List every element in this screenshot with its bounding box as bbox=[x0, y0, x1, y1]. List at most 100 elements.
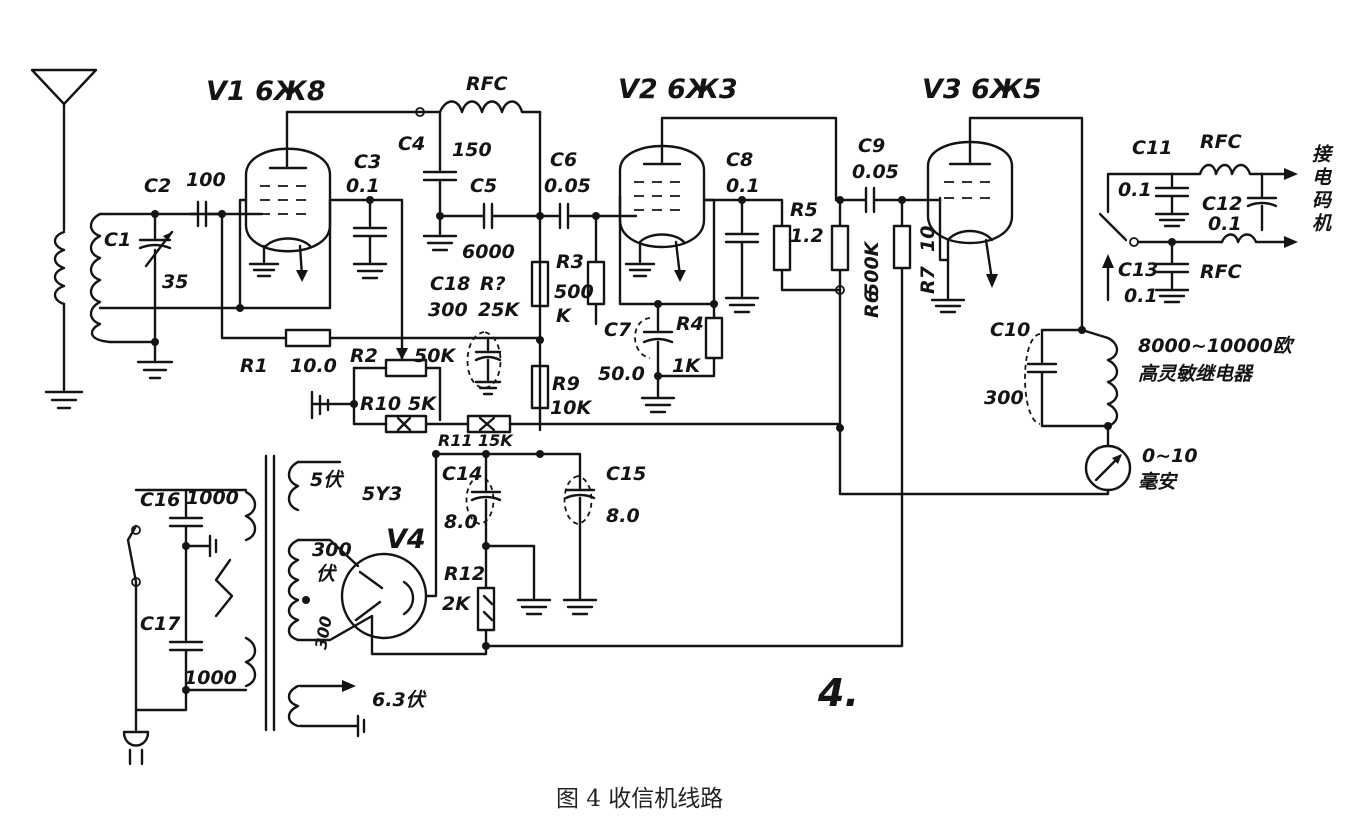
transformer-primary bbox=[184, 488, 257, 692]
r11-label: R11 bbox=[438, 431, 473, 450]
r2-value: 50K bbox=[414, 345, 456, 367]
v2-label: V2 6Ж3 bbox=[618, 74, 738, 105]
c14-label: C14 bbox=[442, 463, 482, 485]
c15-value: 8.0 bbox=[606, 505, 640, 527]
r10-value: 5K bbox=[408, 393, 437, 415]
c2-capacitor bbox=[188, 200, 226, 228]
r6-resistor bbox=[830, 198, 850, 432]
c6-capacitor bbox=[538, 202, 600, 230]
r12-label: R12 bbox=[444, 563, 485, 585]
c1-label: C1 bbox=[104, 229, 131, 251]
r8-label: R? bbox=[480, 273, 506, 295]
c8-capacitor bbox=[702, 196, 760, 314]
c16-label: C16 bbox=[140, 489, 180, 511]
c6-label: C6 bbox=[550, 149, 577, 171]
c18-value: 300 bbox=[428, 299, 468, 321]
r4-value: 1K bbox=[672, 355, 701, 377]
c5-capacitor bbox=[438, 202, 544, 230]
c8-value: 0.1 bbox=[726, 175, 760, 197]
c10-capacitor bbox=[1024, 326, 1110, 428]
c5-value: 6000 bbox=[462, 241, 515, 263]
r1-label: R1 bbox=[240, 355, 268, 377]
v1-tube-icon bbox=[220, 110, 422, 312]
c6-value: 0.05 bbox=[544, 175, 591, 197]
c7-capacitor bbox=[634, 302, 676, 414]
c15-label: C15 bbox=[606, 463, 646, 485]
r4-resistor bbox=[656, 302, 724, 378]
c16-capacitor bbox=[168, 488, 218, 642]
v4-label: V4 bbox=[386, 524, 426, 555]
r5-value: 1.2 bbox=[790, 225, 824, 247]
r3-unit: K bbox=[556, 305, 572, 327]
c7-label: C7 bbox=[604, 319, 632, 341]
c4-label: C4 bbox=[398, 133, 425, 155]
r4-label: R4 bbox=[676, 313, 704, 335]
r5-resistor bbox=[740, 198, 842, 292]
r3-value: 500 bbox=[554, 281, 594, 303]
c4-capacitor bbox=[422, 110, 458, 252]
r6-value: 500K bbox=[861, 240, 883, 296]
scribble-mark: 4. bbox=[817, 671, 859, 715]
r9-label: R9 bbox=[552, 373, 580, 395]
antenna-icon bbox=[30, 68, 98, 232]
c8-label: C8 bbox=[726, 149, 753, 171]
r7-resistor bbox=[892, 198, 912, 644]
c2-value: 100 bbox=[186, 169, 226, 191]
v3-tube-icon bbox=[926, 116, 1084, 332]
transformer-core bbox=[264, 454, 276, 732]
r12-value: 2K bbox=[442, 593, 471, 615]
relay-range: 8000~10000欧 bbox=[1138, 335, 1296, 357]
r1-value: 10.0 bbox=[290, 355, 337, 377]
c9-label: C9 bbox=[858, 135, 885, 157]
r12-resistor bbox=[476, 544, 552, 656]
rfc1-label: RFC bbox=[466, 73, 508, 95]
mains-plug bbox=[122, 488, 188, 766]
c2-label: C2 bbox=[144, 175, 171, 197]
r6-label: R6 bbox=[861, 290, 883, 318]
c9-capacitor bbox=[834, 186, 942, 214]
r10-label: R10 bbox=[360, 393, 401, 415]
output-side-label: 接电码机 bbox=[1309, 144, 1332, 236]
v1-label: V1 6Ж8 bbox=[206, 76, 326, 107]
rfc3-label: RFC bbox=[1200, 261, 1242, 283]
v4-type-label: 5Y3 bbox=[362, 483, 402, 505]
c18-capacitor bbox=[466, 331, 542, 396]
r11-value: 15K bbox=[478, 431, 514, 450]
v4-rectifier-icon bbox=[340, 452, 438, 640]
r7-label: R7 bbox=[917, 265, 939, 294]
c9-value: 0.05 bbox=[852, 161, 899, 183]
antenna-coil bbox=[53, 230, 66, 392]
v63-label: 6.3伏 bbox=[372, 689, 428, 711]
r3-resistor bbox=[586, 214, 606, 326]
c15-capacitor bbox=[538, 452, 598, 616]
c12-label: C12 bbox=[1202, 193, 1242, 215]
figure-caption: 图 4 收信机线路 bbox=[556, 786, 723, 812]
r8-value: 25K bbox=[478, 299, 520, 321]
output-network bbox=[1098, 163, 1298, 304]
c11-value: 0.1 bbox=[1118, 179, 1152, 201]
c3-capacitor bbox=[328, 196, 404, 362]
rfc-choke-1 bbox=[415, 100, 542, 432]
c4-value: 150 bbox=[452, 139, 492, 161]
c1-value: 35 bbox=[162, 271, 188, 293]
c14-value: 8.0 bbox=[444, 511, 478, 533]
r7-value: 10 bbox=[917, 226, 939, 252]
c17-value: 1000 bbox=[184, 667, 237, 689]
relay-coil bbox=[1080, 328, 1119, 448]
meter-icon bbox=[838, 428, 1132, 496]
c17-label: C17 bbox=[140, 613, 181, 635]
c7-value: 50.0 bbox=[598, 363, 645, 385]
r1-resistor bbox=[220, 212, 472, 348]
c13-label: C13 bbox=[1118, 259, 1158, 281]
meter-range: 0~10 bbox=[1142, 445, 1198, 467]
r2-potentiometer bbox=[352, 348, 442, 426]
c13-value: 0.1 bbox=[1124, 285, 1158, 307]
r3-label: R3 bbox=[556, 251, 584, 273]
meter-unit: 毫安 bbox=[1138, 471, 1179, 493]
transformer-secondary bbox=[287, 460, 488, 738]
c10-label: C10 bbox=[990, 319, 1030, 341]
c5-label: C5 bbox=[470, 175, 497, 197]
tank-coil bbox=[89, 212, 242, 344]
c1-capacitor bbox=[136, 210, 174, 380]
